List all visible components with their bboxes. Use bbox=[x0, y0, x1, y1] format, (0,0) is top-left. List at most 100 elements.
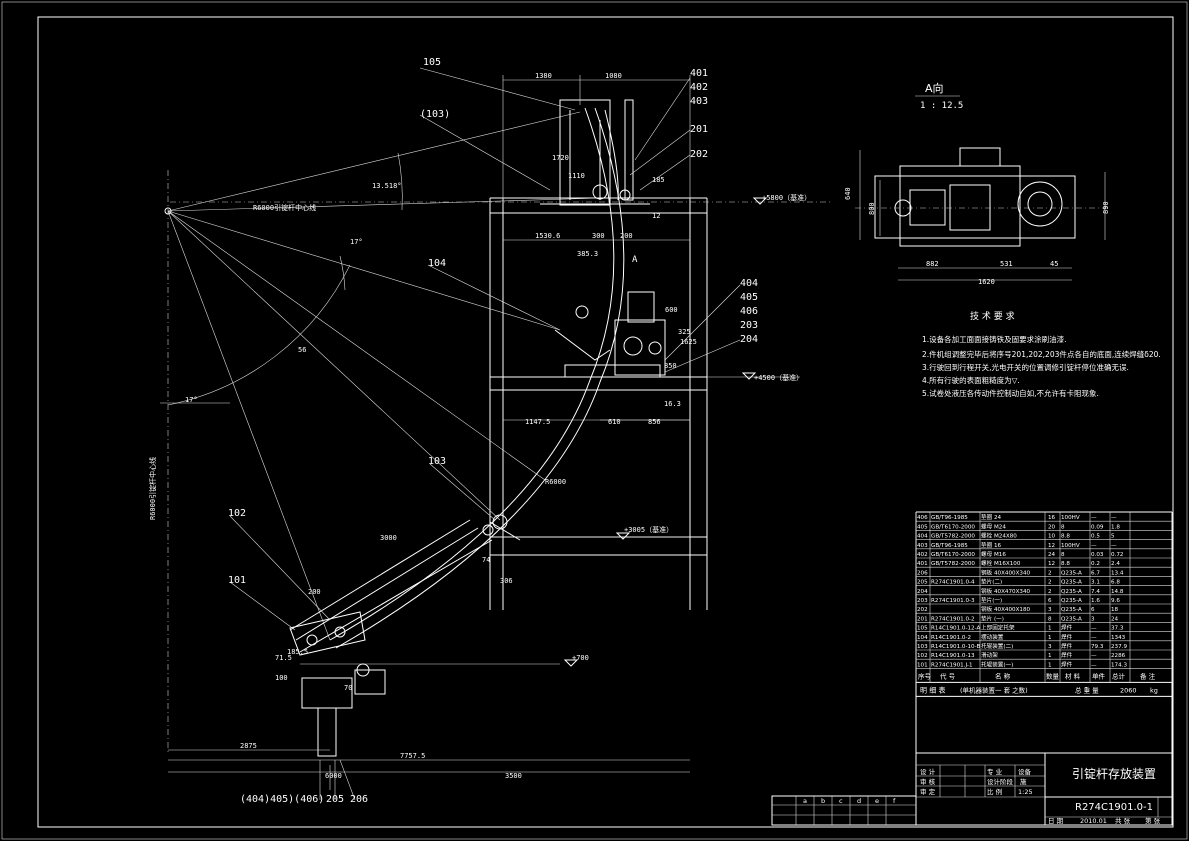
bom-row-no: 103 bbox=[917, 644, 928, 650]
callout-404: 404 bbox=[740, 278, 758, 289]
bom-row-material: 焊件 bbox=[1061, 633, 1073, 641]
bom-row-unit: 6 bbox=[1091, 607, 1095, 613]
dim-v-0: 1720 bbox=[552, 154, 569, 162]
bom-row-name: 螺栓 M24X80 bbox=[981, 532, 1017, 540]
dim-v-9: 71.5 bbox=[275, 654, 292, 662]
bom-row-unit: — bbox=[1091, 635, 1097, 641]
revision-letter: f bbox=[893, 797, 896, 805]
bom-row-unit: — bbox=[1091, 626, 1097, 632]
bom-row-material: 100HV bbox=[1061, 515, 1080, 521]
bom-row-total: 9.6 bbox=[1111, 598, 1120, 604]
callout-406: 406 bbox=[740, 306, 758, 317]
bom-row-name: 摆动装置 bbox=[981, 633, 1004, 641]
bom-row-qty: 12 bbox=[1048, 543, 1055, 549]
view-a-dim-3: 882 bbox=[926, 260, 939, 268]
bom-row-no: 202 bbox=[917, 607, 928, 613]
bom-row-code: R14C1901.0-2 bbox=[931, 635, 971, 641]
bom-row-code: GB/T5782-2000 bbox=[931, 534, 975, 540]
callout-402: 402 bbox=[690, 82, 708, 93]
tech-heading: 技 术 要 求 bbox=[970, 310, 1015, 322]
bom-row-unit: 6.7 bbox=[1091, 570, 1100, 576]
bom-row-code: R14C1901.0-13 bbox=[931, 653, 975, 659]
bom-row-total: 1343 bbox=[1111, 635, 1126, 641]
tb-bottom-1: 2010.01 bbox=[1080, 817, 1107, 825]
bom-row-name: 垫片(一) bbox=[981, 596, 1002, 604]
tech-item-1: 1.设备各加工面面接铸铁及固要求涂刷油漆. bbox=[922, 334, 1067, 344]
tb-r1-c3: 施 bbox=[1020, 777, 1027, 786]
tb-bottom-0: 日 期 bbox=[1048, 817, 1064, 825]
level-0: +5800（基准） bbox=[762, 193, 811, 202]
bom-row-unit: 7.4 bbox=[1091, 589, 1100, 595]
dim-mid-2: 200 bbox=[620, 232, 633, 240]
callout-205: 205 bbox=[326, 794, 344, 805]
bom-row-unit: — bbox=[1091, 543, 1097, 549]
bom-row-no: 201 bbox=[917, 616, 928, 622]
bom-row-no: 406 bbox=[917, 515, 928, 521]
bom-row-no: 403 bbox=[917, 543, 928, 549]
bom-row-unit: — bbox=[1091, 662, 1097, 668]
bom-row-no: 405 bbox=[917, 524, 928, 530]
dim-bottom-0: 2875 bbox=[240, 742, 257, 750]
bom-row-name: 托辊装置(二) bbox=[981, 642, 1013, 650]
bom-row-name: 垫片 (一) bbox=[981, 614, 1004, 622]
bom-row-name: 上部固定托架 bbox=[981, 624, 1015, 632]
tb-bottom-3: 第 张 bbox=[1145, 816, 1161, 825]
dim-other-0: 3000 bbox=[380, 534, 397, 542]
tech-requirements: 技 术 要 求 1.设备各加工面面接铸铁及固要求涂刷油漆. 2.件机组调整完毕后… bbox=[922, 310, 1161, 398]
bom-row-material: 8 bbox=[1061, 524, 1065, 530]
title-block: 设 计 专 业 设备 审 核 设计阶段 施 审 定 比 例 1:25 日 期 2… bbox=[771, 752, 1173, 826]
revision-letter: d bbox=[857, 797, 861, 805]
bom-row-material: Q235-A bbox=[1061, 580, 1082, 586]
bom-row-material: 8.8 bbox=[1061, 534, 1070, 540]
bom-row-total: 0.72 bbox=[1111, 552, 1123, 558]
bom-row-no: 203 bbox=[917, 598, 928, 604]
tb-r2-c3: 1:25 bbox=[1018, 788, 1033, 796]
tb-r0-c2: 专 业 bbox=[987, 767, 1003, 776]
callout-405: 405 bbox=[740, 292, 758, 303]
callout-203: 203 bbox=[740, 320, 758, 331]
bom-row-code: R14C1901.0-10-B bbox=[931, 644, 980, 650]
drawing-number: R274C1901.0-1 bbox=[1075, 802, 1153, 813]
bom-row-name: 托辊装置(一) bbox=[981, 660, 1013, 668]
bom-row-qty: 6 bbox=[1048, 598, 1052, 604]
bom-row-unit: — bbox=[1091, 515, 1097, 521]
bom-row-unit: 3.1 bbox=[1091, 580, 1100, 586]
bom-header-cell: 材 料 bbox=[1065, 671, 1081, 680]
bom-row-total: — bbox=[1111, 543, 1117, 549]
callout-103-ref: (103) bbox=[420, 109, 450, 120]
view-a-dim-5: 45 bbox=[1050, 260, 1058, 268]
revision-letter: c bbox=[839, 797, 843, 805]
view-a-dim-6: 1620 bbox=[978, 278, 995, 286]
bom-row-qty: 1 bbox=[1048, 635, 1052, 641]
bom-row-no: 205 bbox=[917, 580, 928, 586]
dim-lower-0: 1147.5 bbox=[525, 418, 550, 426]
bom-row-no: 101 bbox=[917, 662, 928, 668]
bom-row-unit: 0.09 bbox=[1091, 524, 1104, 530]
dim-v-3: 12 bbox=[652, 212, 660, 220]
dim-other-1: 74 bbox=[482, 556, 490, 564]
dim-top-0: 1380 bbox=[535, 72, 552, 80]
bom-row-material: 8.8 bbox=[1061, 561, 1070, 567]
tb-r2-c0: 审 定 bbox=[920, 787, 936, 796]
bom-row-material: Q235-A bbox=[1061, 598, 1082, 604]
drawing-title: 引锭杆存放装置 bbox=[1072, 766, 1156, 781]
dimension-labels: 1380 1080 1530.6 300 200 385.3 1147.5 61… bbox=[148, 72, 811, 780]
dim-bottom-3: 3500 bbox=[505, 772, 522, 780]
dim-lower-1: 610 bbox=[608, 418, 621, 426]
dim-v-1: 1110 bbox=[568, 172, 585, 180]
revision-letter: a bbox=[803, 797, 807, 805]
dim-angle-3: 56 bbox=[298, 346, 306, 354]
bom-header-cell: 备 注 bbox=[1140, 671, 1156, 680]
tech-item-4: 4.所有行驶的表面粗糙度为▽. bbox=[922, 375, 1020, 385]
dim-other-3: 200 bbox=[308, 588, 321, 596]
bom-row-material: 焊件 bbox=[1061, 651, 1073, 659]
bom-row-code: GB/T96-1985 bbox=[931, 515, 968, 521]
level-2: +3005（基准） bbox=[624, 525, 673, 534]
bom-row-code: R274C1901.0-3 bbox=[931, 598, 975, 604]
dim-radius-0: R6000引锭杆中心线 bbox=[253, 203, 316, 212]
dim-angle-2: 17° bbox=[185, 396, 198, 404]
bom-row-total: 237.9 bbox=[1111, 644, 1127, 650]
bom-row-material: Q235-A bbox=[1061, 589, 1082, 595]
bom-row-total: 2.4 bbox=[1111, 561, 1120, 567]
